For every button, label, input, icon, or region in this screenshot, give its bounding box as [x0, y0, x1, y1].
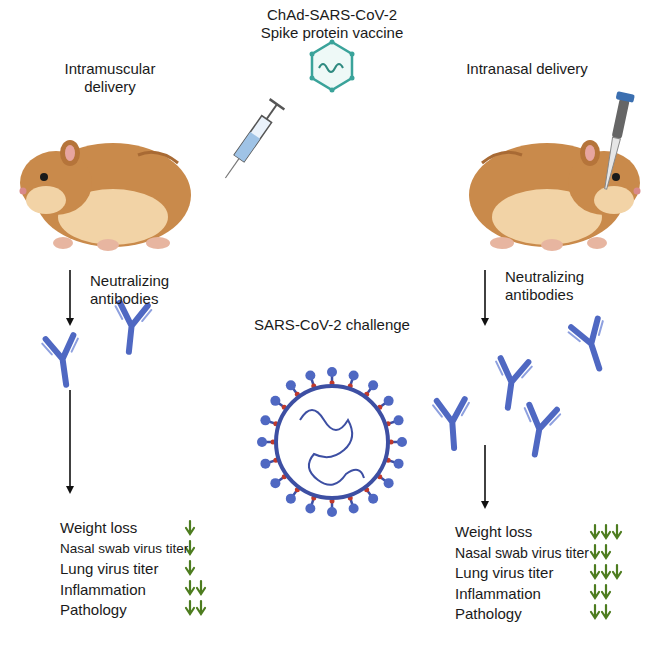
outcome-label: Lung virus titer — [60, 560, 158, 578]
flow-arrow — [70, 270, 485, 505]
outcome-label: Pathology — [60, 601, 127, 619]
syringe — [218, 99, 284, 183]
outcome-label: Nasal swab virus titer — [455, 544, 589, 562]
reduction-arrows — [186, 521, 621, 618]
outcome-label: Weight loss — [60, 519, 137, 537]
outcome-label: Inflammation — [455, 585, 541, 603]
outcome-label: Pathology — [455, 605, 522, 623]
antibody-label: Neutralizing antibodies — [505, 268, 615, 304]
pipette — [597, 91, 635, 191]
title: ChAd-SARS-CoV-2 Spike protein vaccine — [247, 6, 417, 42]
delivery-label: Intramuscular delivery — [40, 60, 180, 96]
outcome-label: Lung virus titer — [455, 564, 553, 582]
coronavirus — [257, 367, 407, 517]
outcome-label: Nasal swab virus titer — [60, 540, 188, 558]
outcome-label: Inflammation — [60, 581, 146, 599]
hamster — [20, 140, 192, 251]
outcome-label: Weight loss — [455, 523, 532, 541]
vaccine-icon — [310, 40, 355, 93]
challenge-label: SARS-CoV-2 challenge — [252, 316, 412, 334]
antibody-label: Neutralizing antibodies — [90, 272, 200, 308]
delivery-label: Intranasal delivery — [462, 60, 592, 78]
